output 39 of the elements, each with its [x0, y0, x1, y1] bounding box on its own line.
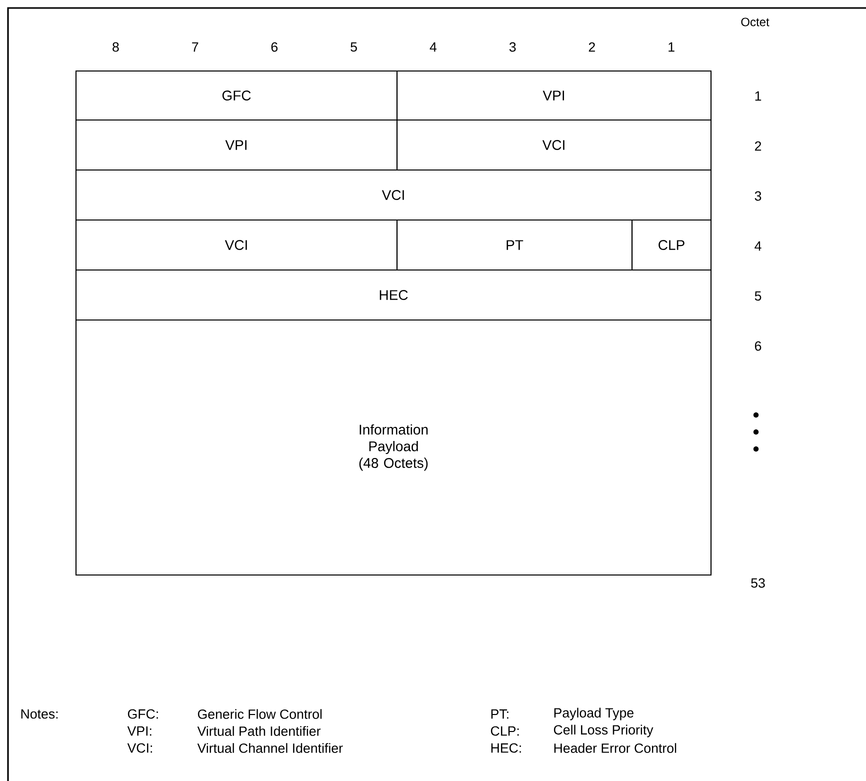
label-text: VPI:: [127, 726, 152, 736]
label-text: 2: [754, 141, 762, 151]
label-text: 2: [588, 42, 595, 52]
field-box: GFC: [75, 70, 398, 121]
label-text: 1: [668, 42, 674, 52]
label-text: Virtual Channel Identifier: [197, 743, 343, 753]
label-text: 53: [751, 578, 765, 588]
label-text: 4: [430, 42, 437, 52]
label-text: 1: [755, 91, 762, 101]
label-text: Octet: [741, 18, 770, 26]
label-text: PT:: [491, 709, 508, 719]
field-box: VPI: [396, 70, 712, 121]
label-text: Generic Flow Control: [198, 709, 322, 719]
label-text: 4: [754, 241, 762, 251]
label-text: Virtual Path Identifier: [197, 726, 321, 736]
field-box: VCI: [75, 169, 712, 221]
label-text: 6: [271, 42, 278, 52]
label-text: 5: [754, 291, 762, 301]
label-text: 3: [754, 191, 762, 201]
field-box: VCI: [75, 219, 398, 271]
label-text: HEC:: [491, 743, 521, 753]
label-text: Notes:: [21, 709, 58, 719]
label-text: GFC:: [128, 709, 158, 719]
label-text: Cell Loss Priority: [554, 724, 654, 738]
label-text: 7: [192, 42, 198, 52]
label-text: 5: [350, 42, 357, 52]
label-text: 6: [754, 341, 762, 351]
label-text: CLP:: [490, 726, 519, 736]
field-box: CLP: [631, 219, 712, 271]
label-text: 3: [509, 42, 516, 52]
field-box: HEC: [75, 269, 712, 321]
label-text: VCI:: [127, 743, 152, 753]
field-box: VPI: [75, 119, 398, 171]
field-box: VCI: [396, 119, 712, 171]
label-text: 8: [112, 42, 119, 52]
payload-box: Information Payload (48 Octets): [75, 319, 712, 576]
label-text: Header Error Control: [554, 743, 676, 753]
field-box: PT: [396, 219, 633, 271]
label-text: Payload Type: [554, 708, 634, 720]
